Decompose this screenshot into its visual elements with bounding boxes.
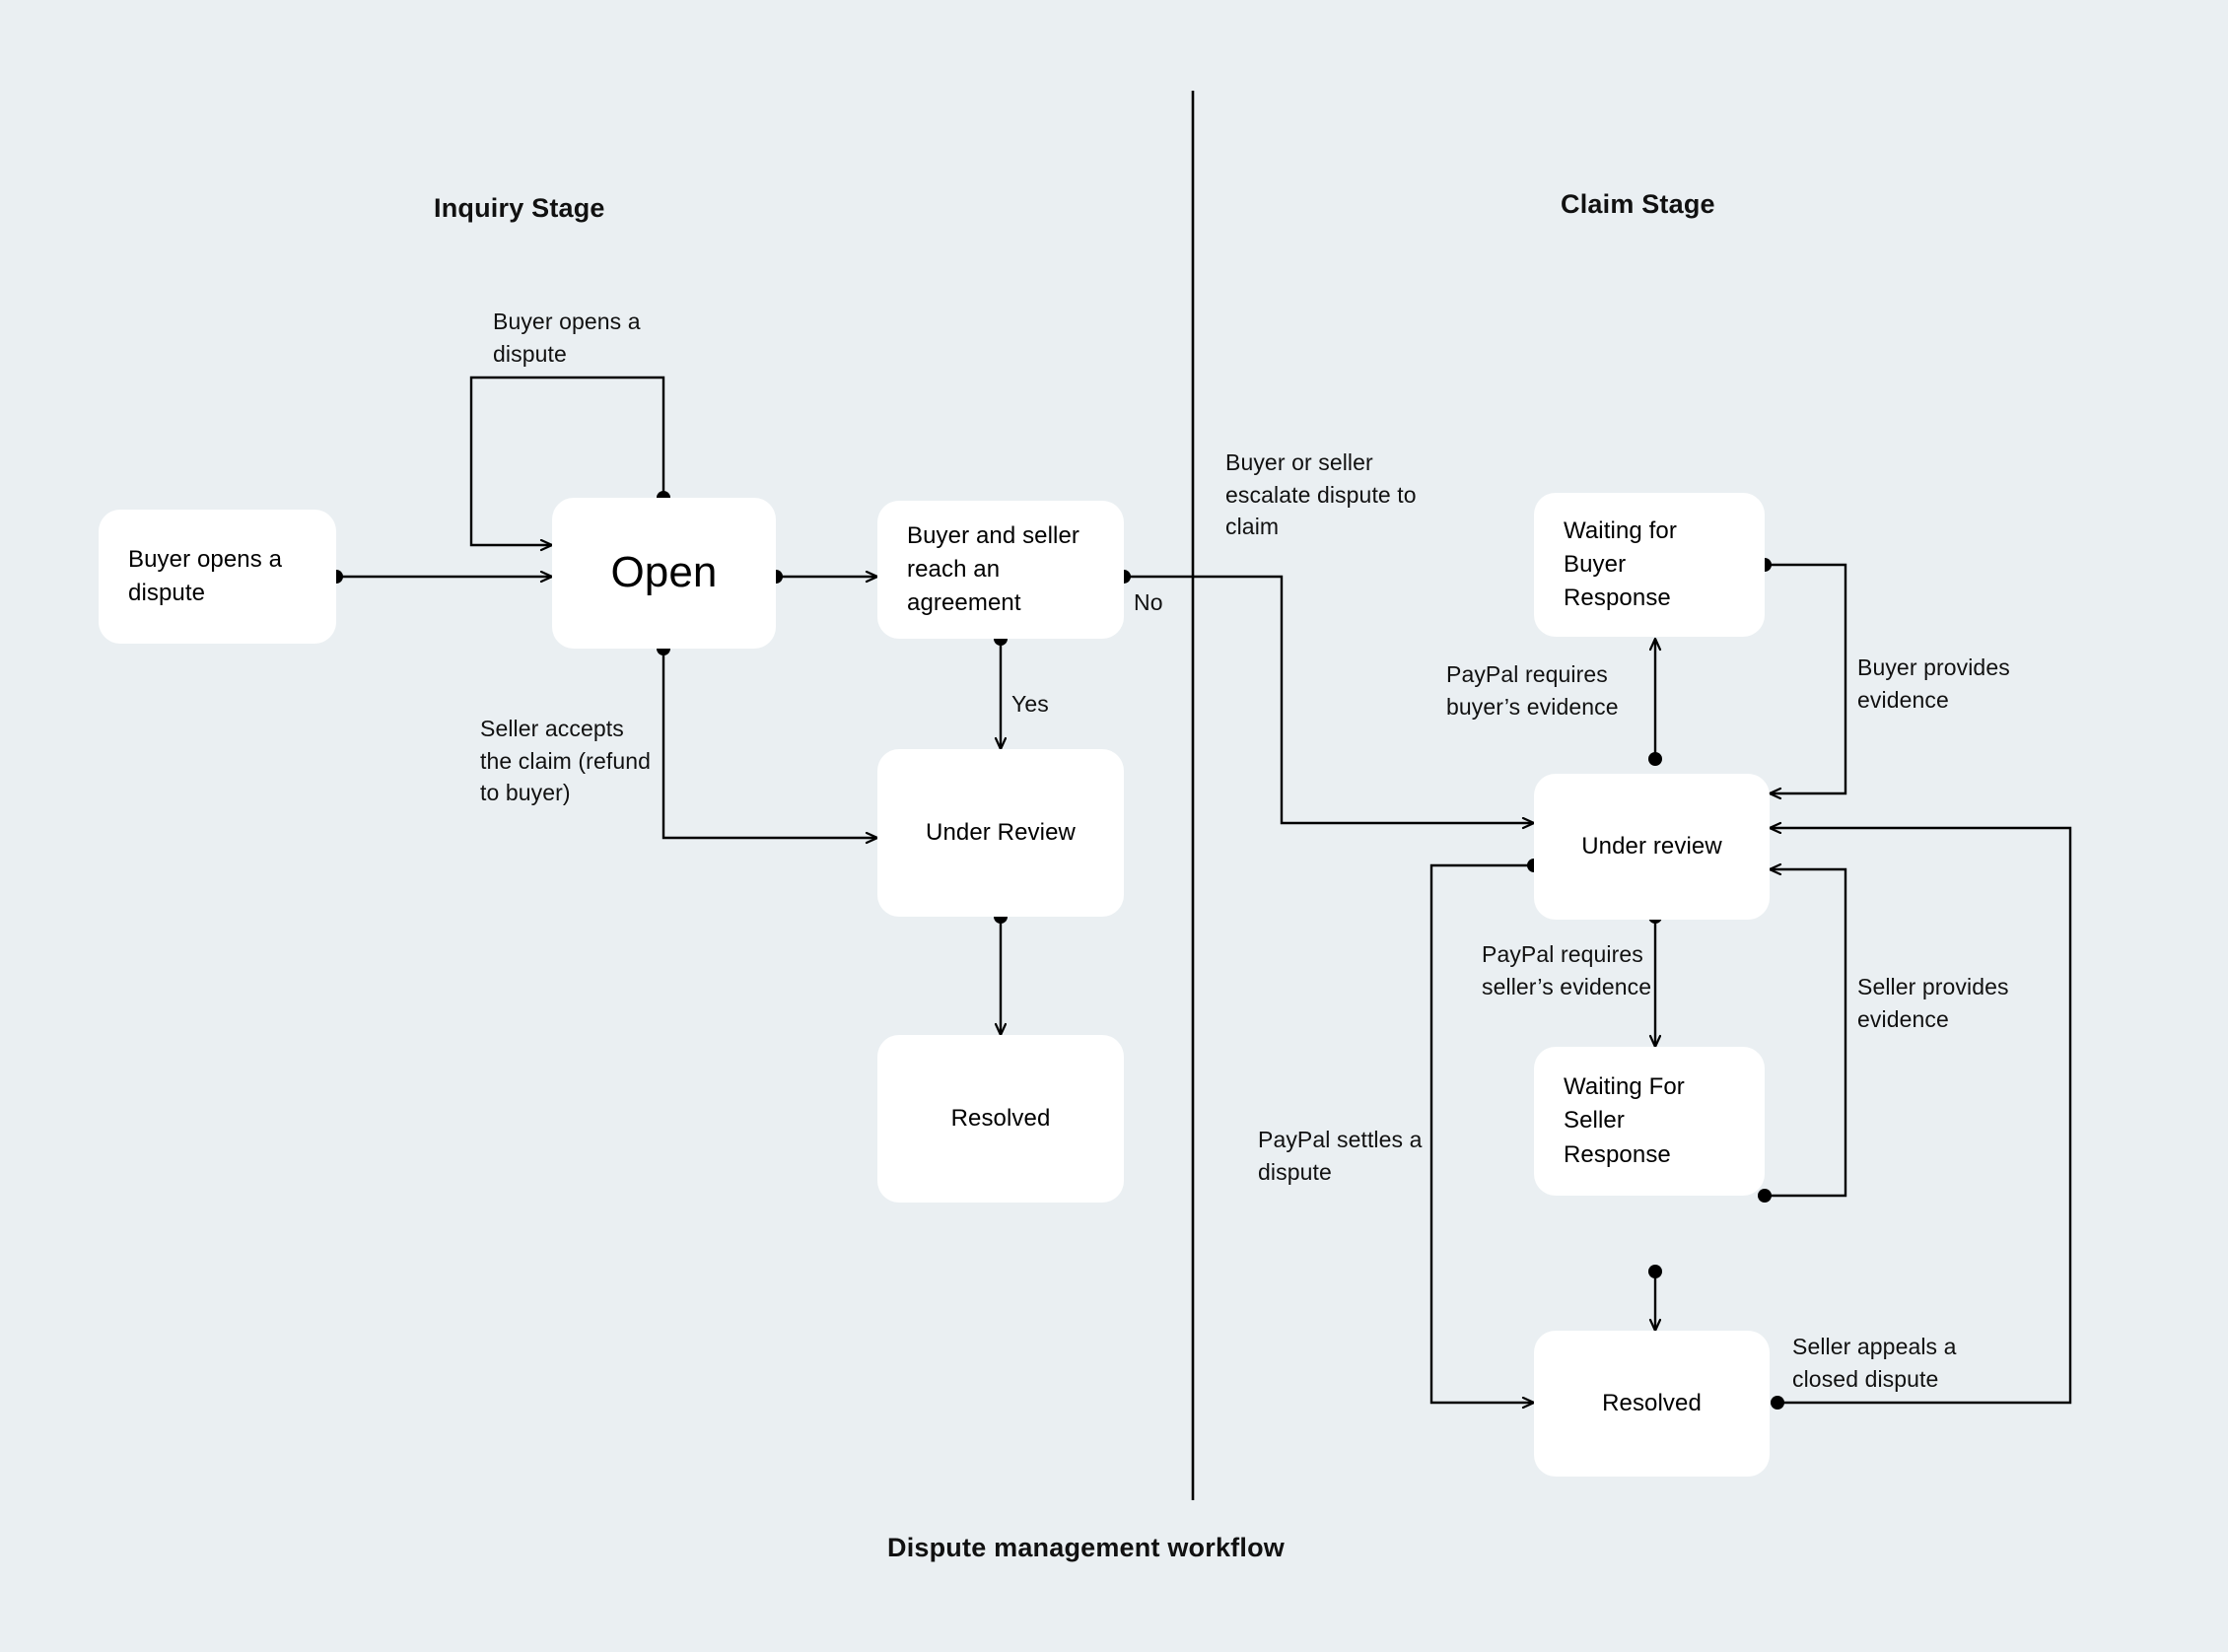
- node-start-dispute[interactable]: Buyer opens a dispute: [99, 510, 336, 644]
- edge-label-yes: Yes: [1011, 691, 1049, 717]
- node-claim-under-review[interactable]: Under review: [1534, 774, 1770, 920]
- node-open[interactable]: Open: [552, 498, 776, 649]
- edge-label-seller-appeals-closed: Seller appeals a closed dispute: [1792, 1334, 1957, 1392]
- node-claim-resolved[interactable]: Resolved: [1534, 1331, 1770, 1477]
- node-inquiry-under-review[interactable]: Under Review: [877, 749, 1124, 917]
- stage-title-claim: Claim Stage: [1561, 189, 1715, 219]
- edge-label-paypal-requires-seller-evidence: PayPal requires seller’s evidence: [1482, 941, 1652, 999]
- edge-label-no: No: [1134, 589, 1163, 615]
- edge-label-seller-accepts-claim: Seller accepts the claim (refund to buye…: [480, 716, 651, 806]
- node-waiting-seller-response[interactable]: Waiting For Seller Response: [1534, 1047, 1765, 1196]
- diagram-caption: Dispute management workflow: [887, 1533, 1285, 1562]
- edge-label-paypal-requires-buyer-evidence: PayPal requires buyer’s evidence: [1446, 661, 1619, 720]
- node-waiting-buyer-response[interactable]: Waiting for Buyer Response: [1534, 493, 1765, 637]
- node-inquiry-resolved[interactable]: Resolved: [877, 1035, 1124, 1203]
- edge-label-paypal-settles-dispute: PayPal settles a dispute: [1258, 1127, 1423, 1185]
- node-agreement[interactable]: Buyer and seller reach an agreement: [877, 501, 1124, 639]
- edge-label-buyer-opens-dispute: Buyer opens a dispute: [493, 309, 641, 367]
- edge-label-escalate-to-claim: Buyer or seller escalate dispute to clai…: [1225, 449, 1417, 540]
- stage-title-inquiry: Inquiry Stage: [434, 193, 605, 223]
- edge-label-buyer-provides-evidence: Buyer provides evidence: [1857, 654, 2010, 713]
- edge-label-seller-provides-evidence: Seller provides evidence: [1857, 974, 2009, 1032]
